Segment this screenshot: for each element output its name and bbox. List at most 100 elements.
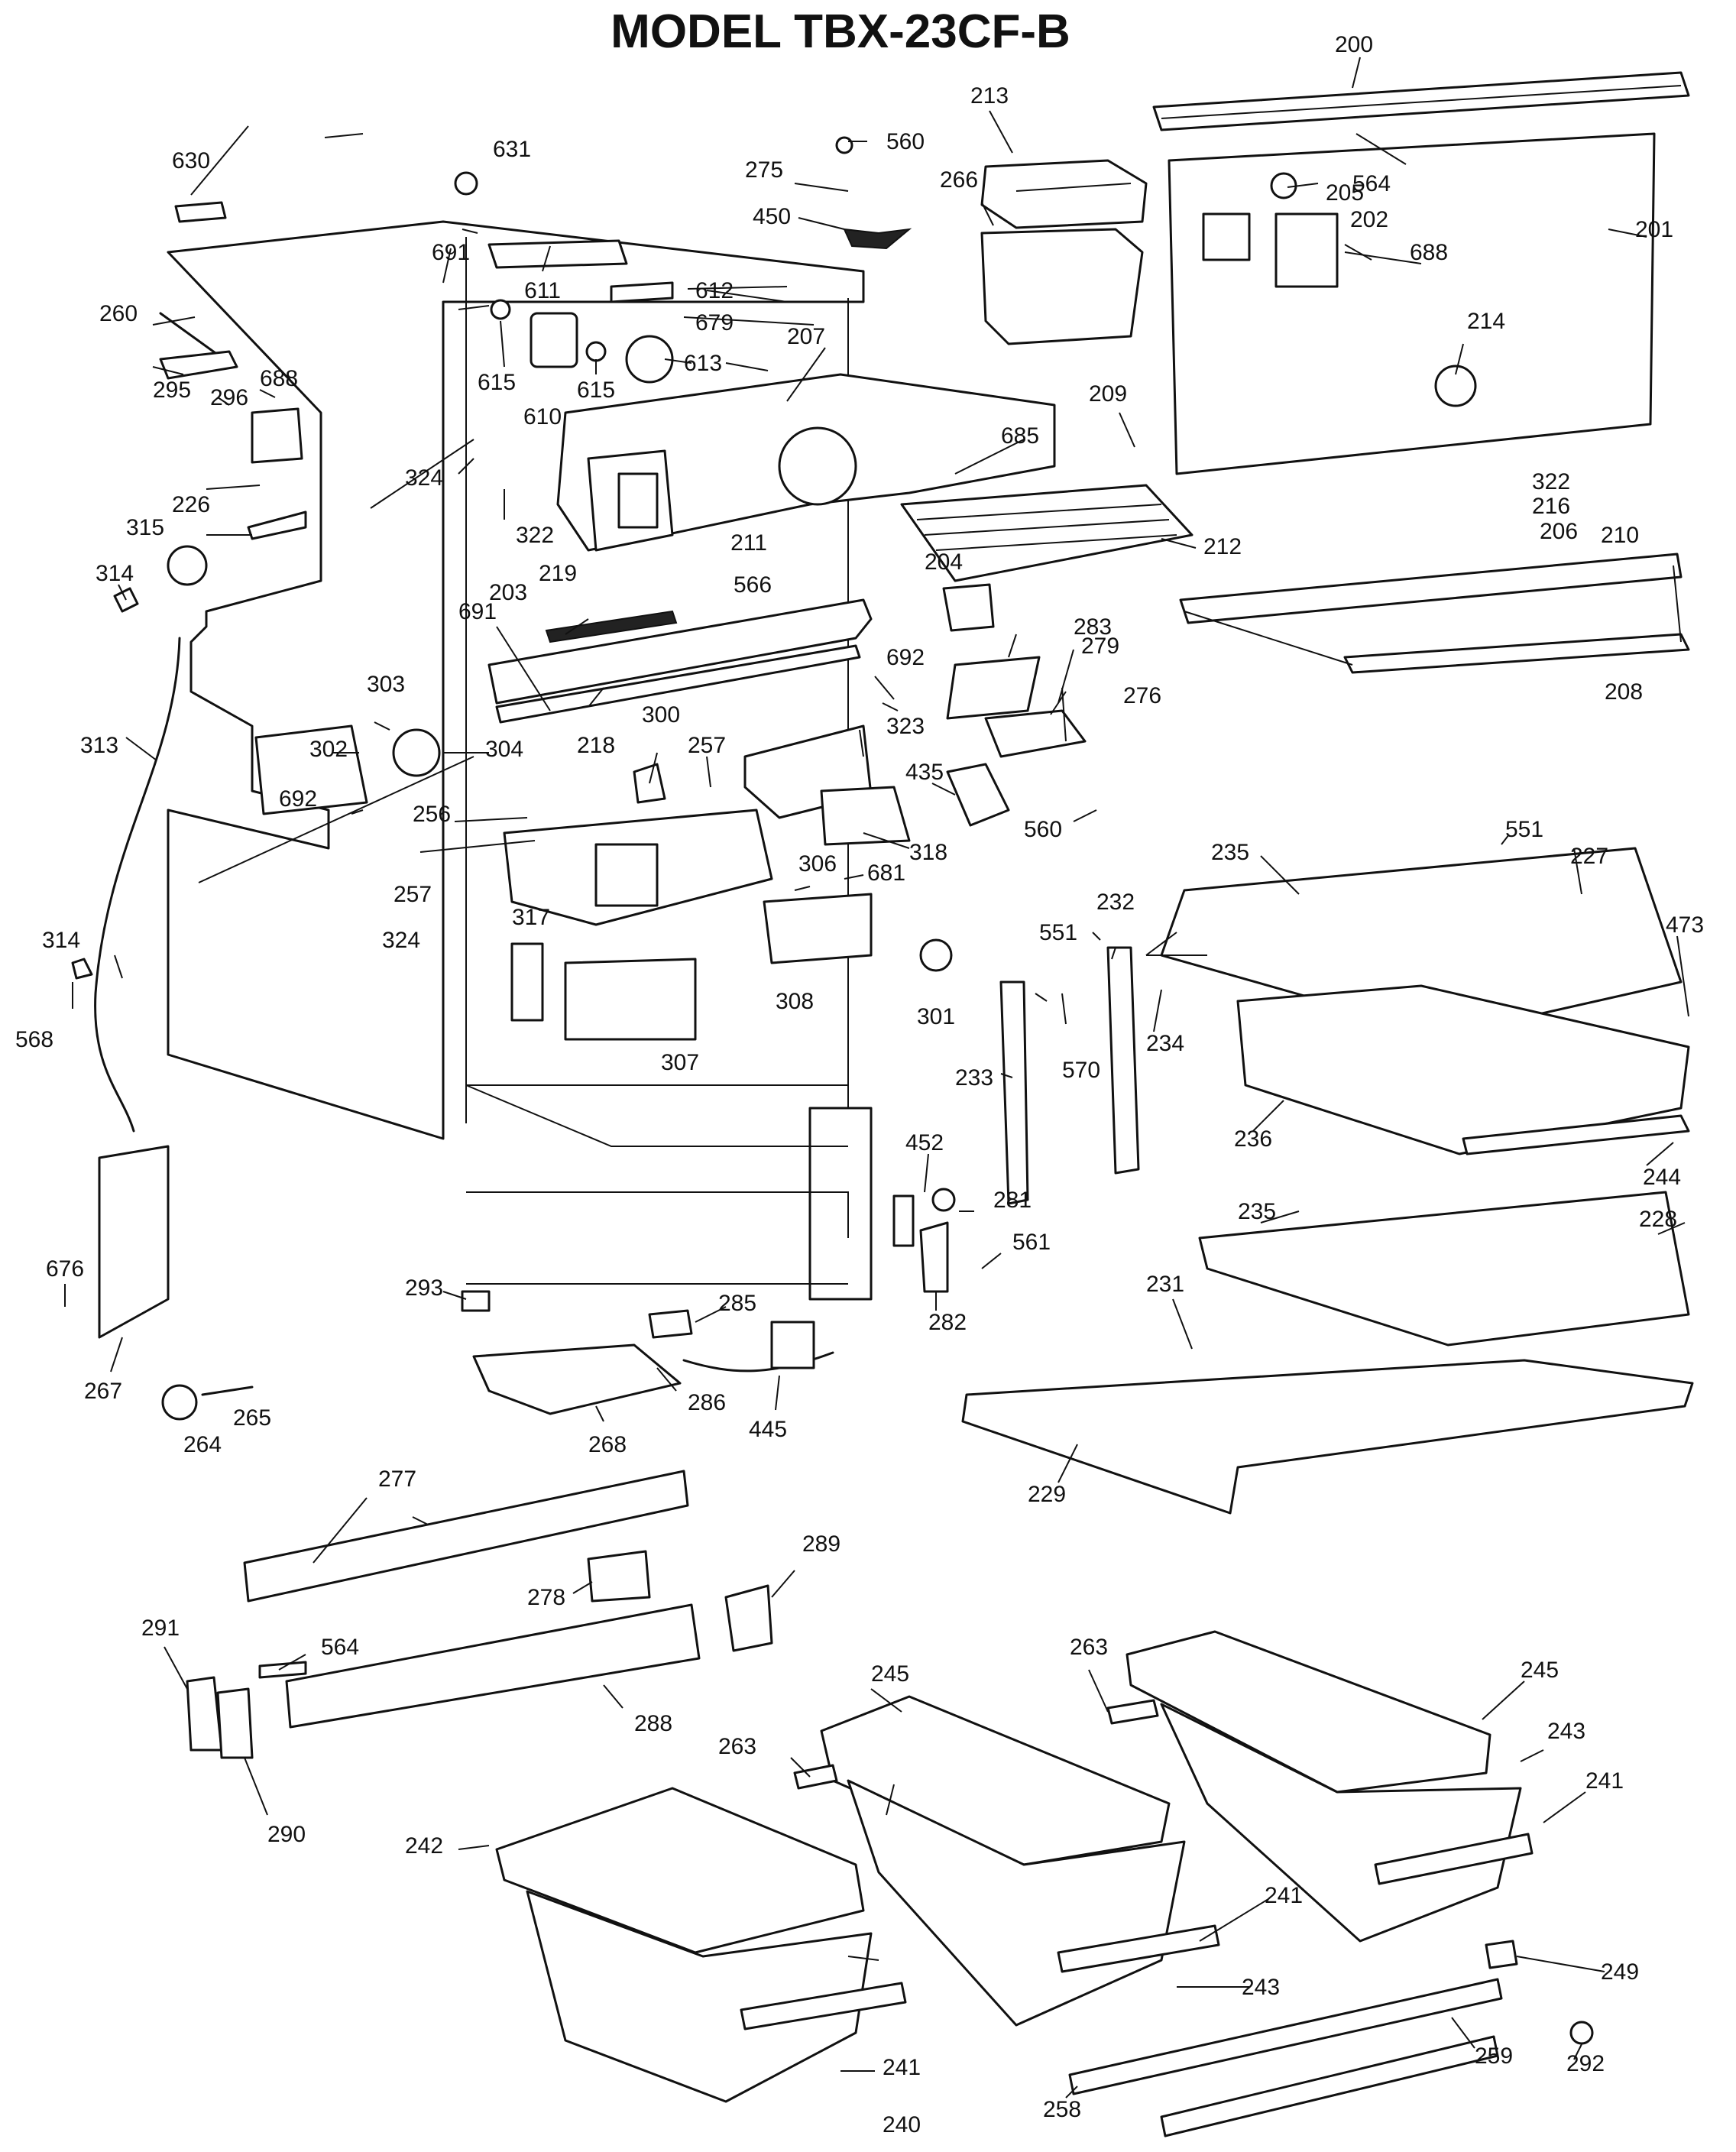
callout-label: 323	[886, 714, 925, 739]
callout-label: 226	[172, 492, 210, 517]
callout-label: 324	[405, 465, 443, 491]
callout-label: 610	[523, 404, 562, 429]
callout-label: 243	[1547, 1719, 1585, 1744]
callout-label: 233	[955, 1065, 993, 1091]
callout-label: 285	[718, 1291, 756, 1316]
toe-grille	[186, 1470, 773, 1759]
callout-label: 263	[1070, 1635, 1108, 1660]
back-panel-assembly	[1152, 71, 1690, 475]
callout-label: 314	[42, 928, 80, 953]
callout-label: 229	[1028, 1482, 1066, 1507]
callout-label: 630	[172, 148, 210, 173]
callout-label: 266	[940, 167, 978, 193]
callout-label: 236	[1234, 1126, 1272, 1152]
callout-label: 566	[734, 572, 772, 598]
callout-label: 249	[1601, 1959, 1639, 1985]
callout-label: 324	[382, 928, 420, 953]
callout-label: 235	[1211, 840, 1249, 865]
callout-label: 282	[928, 1310, 967, 1335]
callout-label: 240	[883, 2112, 921, 2137]
callout-label: 452	[905, 1130, 944, 1155]
callout-label: 213	[970, 83, 1009, 109]
fresh-food-shelves	[961, 847, 1694, 1515]
callout-label: 676	[46, 1256, 84, 1282]
callout-label: 212	[1203, 534, 1242, 559]
callout-label: 288	[634, 1711, 672, 1736]
leader-lines	[64, 57, 1689, 2099]
callout-label: 295	[153, 378, 191, 403]
callout-label: 241	[1265, 1883, 1303, 1908]
callout-label: 264	[183, 1432, 222, 1457]
callout-label: 313	[80, 733, 118, 758]
fan-motor	[487, 239, 674, 384]
callout-label: 257	[394, 882, 432, 907]
callout-label: 292	[1566, 2051, 1605, 2076]
callout-label: 231	[1146, 1272, 1184, 1297]
callout-label: 303	[367, 672, 405, 697]
callout-label: 276	[1123, 683, 1161, 708]
callout-label: 258	[1043, 2097, 1081, 2122]
callout-label: 208	[1605, 679, 1643, 705]
callout-label: 242	[405, 1833, 443, 1859]
callout-label: 301	[917, 1004, 955, 1029]
drain-tube	[71, 171, 478, 1133]
callout-label: 219	[539, 561, 577, 586]
callout-label: 200	[1335, 32, 1373, 57]
callout-label: 613	[684, 351, 722, 376]
callout-label: 228	[1639, 1207, 1677, 1232]
callout-label: 564	[321, 1635, 359, 1660]
callout-label: 308	[776, 989, 814, 1014]
callout-label: 302	[309, 737, 348, 762]
callout-label: 289	[802, 1531, 840, 1557]
callout-label: 211	[730, 530, 767, 556]
callout-label: 473	[1666, 912, 1704, 938]
callout-label: 314	[96, 561, 134, 586]
callout-label: 611	[524, 278, 561, 303]
callout-label: 615	[478, 370, 516, 395]
callout-label: 260	[99, 301, 138, 326]
callout-label: 205	[1326, 180, 1364, 206]
callout-label: 570	[1062, 1058, 1100, 1083]
callout-label: 202	[1350, 207, 1388, 232]
callout-label: 450	[753, 204, 791, 229]
callout-label: 322	[516, 523, 554, 548]
callout-label: 277	[378, 1467, 416, 1492]
callout-label: 263	[718, 1734, 756, 1759]
callout-label: 691	[432, 240, 470, 265]
callout-label: 307	[661, 1050, 699, 1075]
bottom-components	[161, 1290, 834, 1421]
callout-label: 304	[485, 737, 523, 762]
callout-label: 315	[126, 515, 164, 540]
callout-label: 435	[905, 760, 944, 785]
callout-label: 241	[883, 2055, 921, 2080]
callout-label: 278	[527, 1585, 565, 1610]
callout-label: 293	[405, 1275, 443, 1301]
callout-label: 692	[886, 645, 925, 670]
callout-label: 257	[688, 733, 726, 758]
callout-label: 685	[1001, 423, 1039, 449]
callout-label: 681	[867, 860, 905, 886]
shelf-wire	[1179, 553, 1690, 674]
callout-label: 244	[1643, 1165, 1681, 1190]
callout-label: 291	[141, 1616, 180, 1641]
divider-rail	[487, 598, 873, 724]
model-title: MODEL TBX-23CF-B	[611, 5, 1070, 58]
callout-label: 227	[1570, 844, 1608, 869]
callout-label: 318	[909, 840, 947, 865]
callout-label: 206	[1540, 519, 1578, 544]
callout-label: 207	[787, 324, 825, 349]
callout-label: 568	[15, 1027, 53, 1052]
callout-label: 203	[489, 580, 527, 605]
callout-label: 564	[1352, 171, 1391, 196]
bracket-group	[743, 583, 1087, 846]
callout-label: 551	[1039, 920, 1077, 945]
callout-labels: 200 564 205 202 201 688 214 213 266 560 …	[15, 32, 1704, 2137]
callout-label: 245	[1521, 1658, 1559, 1683]
callout-label: 560	[1024, 817, 1062, 842]
callout-label: 268	[588, 1432, 627, 1457]
callout-label: 281	[993, 1188, 1032, 1213]
callout-label: 688	[1410, 240, 1448, 265]
callout-label: 560	[886, 129, 925, 154]
callout-label: 209	[1089, 381, 1127, 407]
